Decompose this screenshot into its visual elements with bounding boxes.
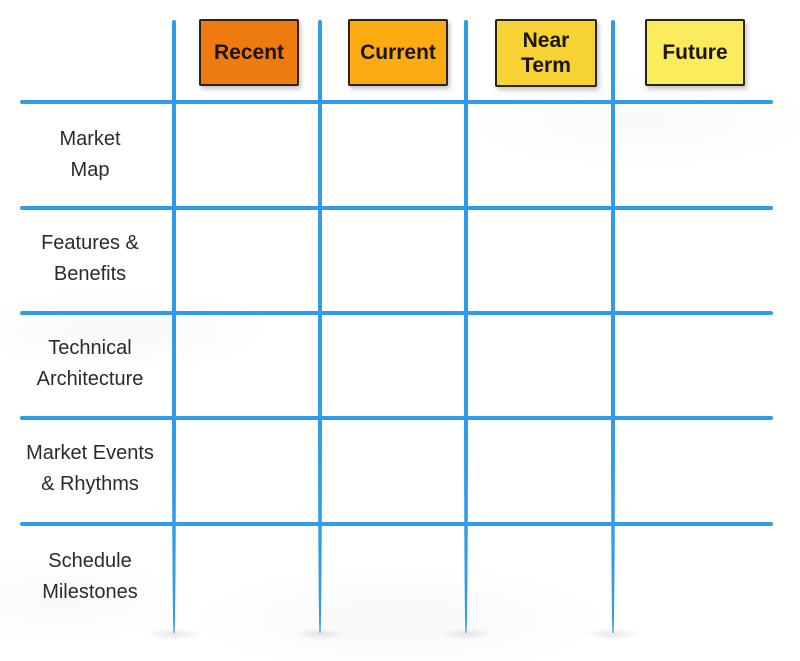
row-label-line: Architecture xyxy=(36,367,144,390)
row-label-line: Benefits xyxy=(53,262,127,285)
column-header-label: Near Term xyxy=(521,29,571,77)
line-end-shadow xyxy=(146,628,202,640)
line-end-shadow xyxy=(292,628,348,640)
row-label-line: & Rhythms xyxy=(41,473,139,495)
column-header-future[interactable]: Future xyxy=(645,19,745,86)
column-header-label: Current xyxy=(360,41,436,64)
row-label-line: Schedule xyxy=(48,550,132,572)
line-end-shadow xyxy=(438,628,494,640)
line-end-shadow xyxy=(585,628,641,640)
grid-vline-2 xyxy=(318,20,322,633)
grid-hline-5 xyxy=(20,522,773,526)
row-label-market-map: Market Map xyxy=(8,102,172,208)
row-label-line: Market Events xyxy=(26,442,154,464)
grid-vline-1 xyxy=(172,20,176,633)
column-header-current[interactable]: Current xyxy=(348,19,448,86)
row-label-market-events-rhythms: Market Events & Rhythms xyxy=(8,416,172,522)
grid-hline-1 xyxy=(20,100,773,104)
row-label-technical-architecture: Technical Architecture xyxy=(8,311,172,416)
grid-vline-3 xyxy=(464,20,468,633)
row-label-line: Technical xyxy=(48,336,132,359)
row-label-line: Map xyxy=(70,159,110,181)
column-header-recent[interactable]: Recent xyxy=(199,19,299,86)
grid-hline-3 xyxy=(20,311,773,315)
row-label-line: Milestones xyxy=(42,581,138,603)
row-label-line: Features & xyxy=(41,231,139,254)
grid-hline-2 xyxy=(20,206,773,210)
column-header-label: Recent xyxy=(213,41,285,64)
row-label-schedule-milestones: Schedule Milestones xyxy=(8,522,172,632)
grid-hline-4 xyxy=(20,416,773,420)
row-label-line: Market xyxy=(59,128,121,150)
row-label-features-benefits: Features & Benefits xyxy=(8,206,172,311)
grid-vline-4 xyxy=(611,20,615,633)
column-header-near-term[interactable]: Near Term xyxy=(495,19,597,87)
column-header-label: Future xyxy=(662,41,728,64)
